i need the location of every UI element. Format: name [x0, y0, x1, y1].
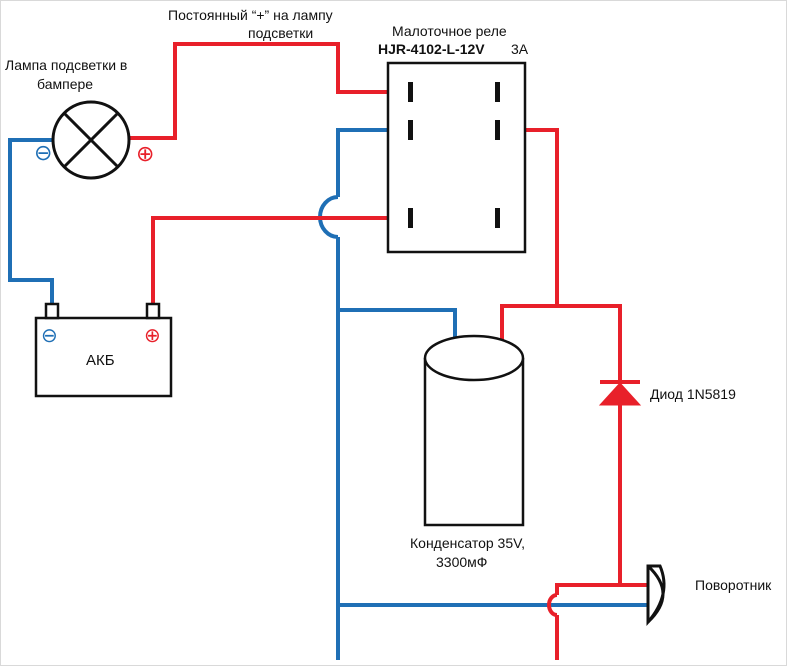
- battery-plus-symbol: ⊕: [144, 325, 161, 347]
- wire-hop-over-negative: [547, 593, 558, 617]
- battery-symbol: [34, 302, 173, 398]
- battery-label: АКБ: [86, 352, 115, 369]
- battery-minus-symbol: ⊖: [41, 325, 58, 347]
- relay-pin: [495, 82, 500, 102]
- capacitor-label-line2: 3300мФ: [436, 554, 487, 570]
- wire-battery-plus-to-relay: [151, 216, 408, 306]
- relay-symbol: [386, 61, 527, 254]
- constant-plus-label-line2: подсветки: [248, 25, 313, 41]
- wire-turn-signal-feed-top: [555, 583, 620, 595]
- lamp-minus-symbol: ⊖: [34, 140, 52, 165]
- capacitor-symbol: [423, 334, 525, 527]
- relay-pin: [408, 208, 413, 228]
- capacitor-label-line1: Конденсатор 35V,: [410, 535, 525, 551]
- diode-label: Диод 1N5819: [650, 386, 736, 402]
- relay-pin: [408, 120, 413, 140]
- wire-capacitor-positive: [500, 304, 622, 383]
- relay-model-label: HJR-4102-L-12V: [378, 41, 485, 57]
- relay-pin: [495, 208, 500, 228]
- relay-current-label: 3А: [511, 41, 529, 57]
- relay-label-line1: Малоточное реле: [392, 23, 507, 39]
- wire-lamp-minus-to-battery: [8, 138, 54, 305]
- wire-relay-coil-negative: [336, 128, 408, 197]
- wire-lamp-plus-to-relay: [130, 42, 408, 140]
- turn-signal-symbol: [646, 564, 666, 627]
- lamp-plus-symbol: ⊕: [136, 141, 154, 166]
- wire-diode-to-turn-signal: [618, 405, 648, 587]
- positive-wires: [130, 42, 648, 660]
- turn-signal-label: Поворотник: [695, 577, 772, 593]
- lamp-symbol: [51, 100, 131, 180]
- relay-pin: [408, 82, 413, 102]
- constant-plus-label-line1: Постоянный “+” на лампу: [168, 7, 333, 23]
- lamp-label-line1: Лампа подсветки в: [5, 57, 127, 73]
- relay-pin: [495, 120, 500, 140]
- lamp-label-line2: бампере: [37, 76, 93, 92]
- diode-symbol: [598, 380, 642, 406]
